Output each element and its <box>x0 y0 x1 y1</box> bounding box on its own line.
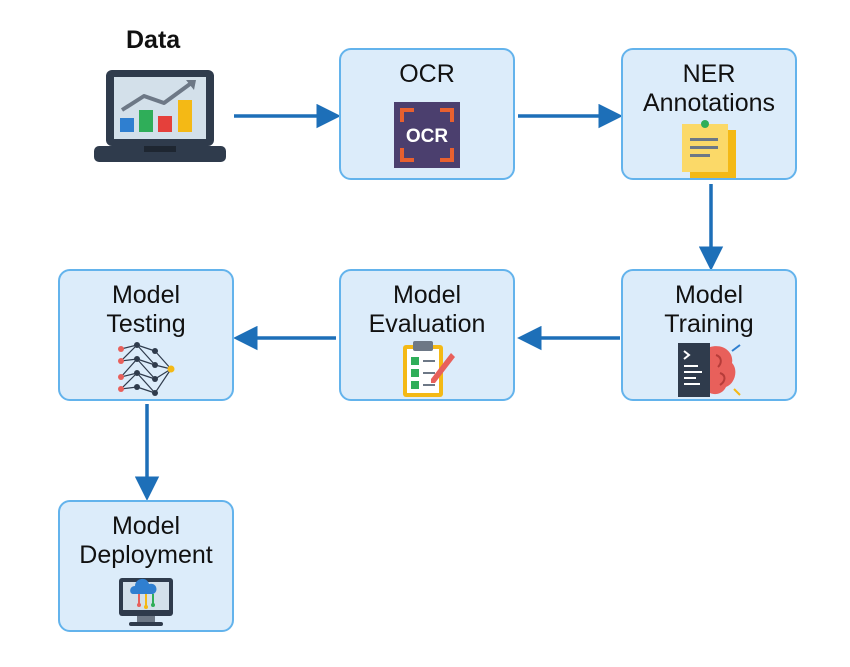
cloud-computer-icon <box>119 578 173 626</box>
code-brain-icon <box>678 343 741 397</box>
node-ner-label: NER Annotations <box>642 60 776 117</box>
node-testing: Model Testing <box>58 269 234 401</box>
node-deployment-label: Model Deployment <box>79 512 213 569</box>
node-training-label: Model Training <box>664 281 754 338</box>
checklist-icon <box>403 341 455 397</box>
node-ner: NER Annotations <box>621 48 797 180</box>
node-data-label: Data <box>126 26 181 54</box>
node-training: Model Training <box>621 269 797 401</box>
laptop-chart-icon <box>94 70 226 162</box>
node-data: Data <box>86 22 238 172</box>
node-testing-label: Model Testing <box>106 281 186 338</box>
node-ocr: OCR OCR <box>339 48 515 180</box>
ocr-icon-text: OCR <box>406 126 449 147</box>
sticky-notes-icon <box>682 120 736 178</box>
neural-network-icon <box>118 342 175 396</box>
node-evaluation: Model Evaluation <box>339 269 515 401</box>
ocr-scan-icon: OCR <box>394 102 460 168</box>
node-ocr-label: OCR <box>399 60 455 88</box>
node-deployment: Model Deployment <box>58 500 234 632</box>
node-evaluation-label: Model Evaluation <box>368 281 486 338</box>
